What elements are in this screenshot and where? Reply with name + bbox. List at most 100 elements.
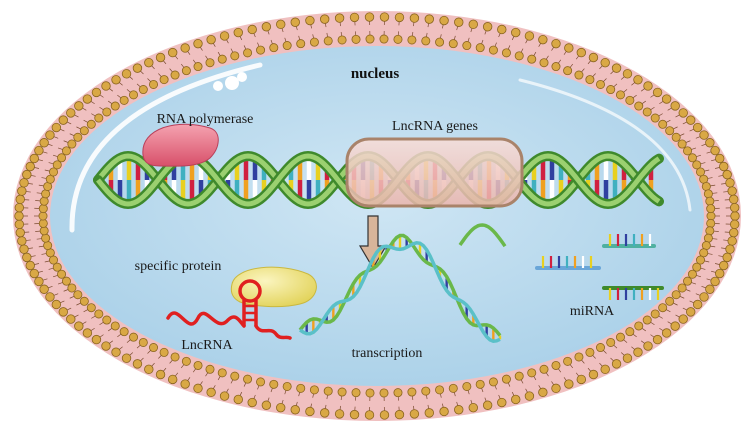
lipid-head [729, 219, 740, 230]
lipid-head [677, 283, 687, 293]
rna-backbone [299, 241, 501, 343]
lipid-head [230, 371, 240, 381]
lipid-head [706, 211, 716, 221]
lipid-head [538, 387, 548, 398]
lipid-head [132, 63, 143, 73]
lipid-head [715, 268, 725, 279]
lipid-head [622, 69, 633, 79]
lipid-head [643, 81, 653, 91]
lipid-head [132, 359, 143, 369]
lipid-head [91, 87, 102, 98]
lipid-head [634, 321, 644, 331]
lipid-head [41, 189, 51, 199]
lipid-head [334, 409, 345, 419]
lipid-head [111, 75, 121, 85]
lipid-head [364, 12, 375, 22]
lipid-head [488, 45, 498, 55]
lipid-head [677, 139, 687, 149]
lipid-head [611, 63, 622, 73]
lipid-head [462, 381, 472, 391]
lipid-head [233, 27, 243, 38]
lipid-head [564, 43, 574, 53]
lipid-head [634, 101, 644, 111]
lipid-head [129, 332, 139, 342]
lipid-head [699, 292, 709, 302]
lipid-head [41, 233, 51, 243]
lipid-head [14, 211, 24, 221]
mirna-label: miRNA [570, 304, 615, 319]
lipid-head [574, 70, 584, 80]
lipid-head [119, 327, 129, 337]
lipid-head [501, 374, 511, 384]
lipid-head [290, 405, 300, 415]
lipid-head [144, 57, 154, 68]
lipid-head [409, 409, 420, 419]
lipid-head [309, 385, 319, 395]
lipid-head [671, 290, 681, 300]
lipid-head [138, 85, 148, 95]
lipid-head [73, 290, 83, 300]
lipid-head [563, 356, 573, 366]
lipid-head [111, 347, 121, 357]
lipid-head [424, 14, 434, 24]
lipid-head [633, 347, 643, 357]
lipid-head [454, 17, 464, 27]
lipid-head [394, 12, 405, 23]
lipid-head [725, 178, 735, 188]
lipid-head [217, 368, 227, 378]
lipid-head [39, 284, 49, 294]
lipid-head [527, 368, 537, 378]
lipid-head [217, 54, 227, 64]
lipid-head [715, 153, 725, 164]
lipid-head [394, 409, 405, 420]
lipid-head [155, 369, 166, 380]
lipid-head [643, 341, 653, 351]
lipid-head [475, 43, 485, 53]
lipid-head [421, 36, 431, 46]
lipid-head [524, 31, 535, 41]
lipid-head [563, 66, 573, 76]
lipid-head [692, 299, 703, 310]
lipid-head [468, 402, 478, 413]
lipid-head [159, 75, 169, 85]
lipid-head [600, 57, 610, 68]
lipid-head [17, 236, 27, 246]
lipid-head [57, 269, 67, 279]
transcription-label: transcription [352, 346, 423, 361]
lipid-head [633, 75, 643, 85]
lipid-head [193, 62, 203, 72]
lipid-head [439, 15, 449, 26]
lipid-head [102, 107, 112, 117]
lipid-head [722, 169, 732, 180]
lipid-head [652, 87, 663, 98]
lipid-head [39, 226, 49, 236]
lipid-head [497, 24, 507, 35]
lipid-head [181, 66, 191, 76]
lipid-head [149, 343, 159, 353]
lipid-head [692, 122, 703, 133]
lipid-head [102, 315, 112, 325]
lipid-head [650, 309, 660, 319]
rna-polymerase-label: RNA polymerase [157, 112, 254, 127]
lipid-head [167, 47, 178, 58]
lipid-head [91, 334, 102, 345]
lipid-head [551, 383, 561, 394]
lipid-head [219, 391, 230, 401]
lipid-head [351, 388, 361, 398]
lipid-head [407, 35, 417, 45]
lipid-head [670, 101, 680, 111]
transcribed-rna-strand [298, 223, 507, 343]
lipid-head [701, 181, 711, 191]
lipid-head [261, 400, 272, 410]
lipid-head [206, 387, 216, 398]
lipid-head [661, 94, 672, 104]
lipid-head [61, 276, 71, 286]
lipid-head [448, 383, 458, 393]
lipid-head [710, 276, 720, 287]
lipid-head [290, 17, 300, 27]
lipid-head [365, 34, 375, 44]
lipid-head [58, 307, 68, 317]
lipid-head [722, 252, 732, 263]
lipid-head [82, 328, 93, 338]
